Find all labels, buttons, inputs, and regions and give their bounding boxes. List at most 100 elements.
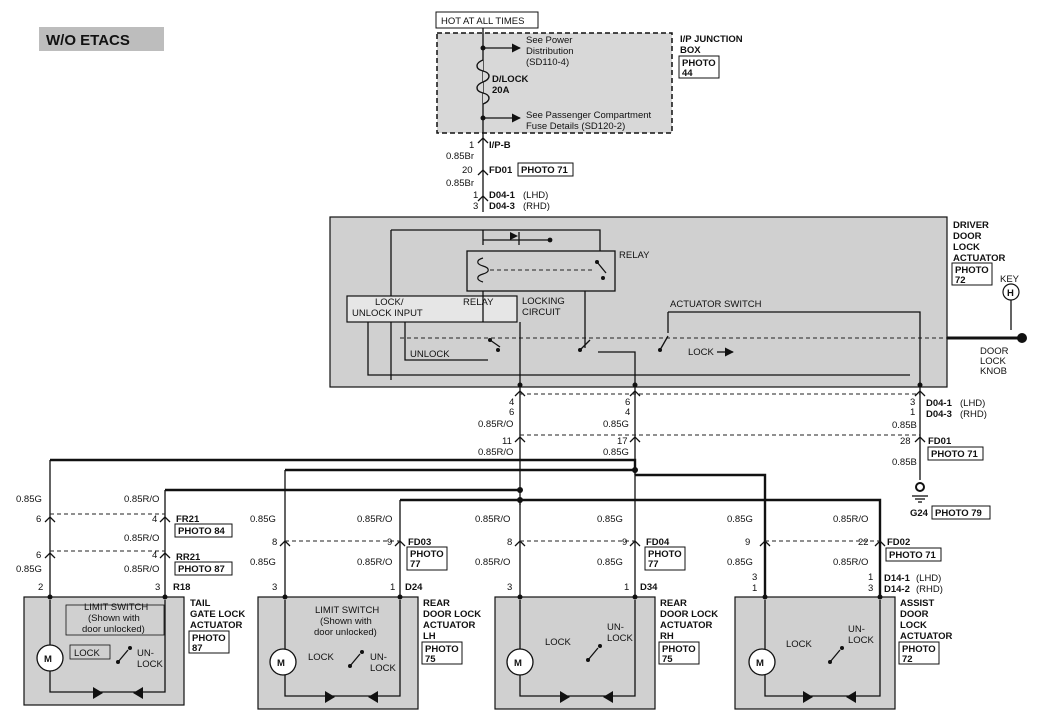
internal-wire: [668, 311, 921, 385]
assist-name-l4: ACTUATOR: [900, 631, 953, 642]
limit-switch-l2: (Shown with: [88, 613, 140, 624]
photo-ref: PHOTO 84: [178, 526, 226, 537]
assist-name-l2: DOOR: [900, 609, 929, 620]
switch-contact: [349, 653, 361, 667]
bus-ro-2: [400, 498, 882, 595]
pin-dot: [917, 382, 923, 388]
wire-spec: 0.85G: [727, 557, 753, 568]
locking-circuit-l1: LOCKING: [522, 296, 565, 307]
connector-chevron: [914, 436, 926, 443]
diode-icon: [133, 687, 143, 699]
motor-icon: [269, 648, 297, 676]
photo-ref-box: [678, 55, 720, 79]
pin-label: 1: [624, 582, 629, 593]
photo-ref-box: [174, 561, 233, 576]
photo-ref-box: [406, 546, 448, 571]
see-fuse-l1: See Passenger Compartment: [526, 110, 652, 121]
pin-label: 8: [272, 537, 277, 548]
wire-spec: 0.85B: [892, 457, 917, 468]
key-label: KEY: [1000, 274, 1020, 285]
wire-spec: 0.85R/O: [475, 557, 510, 568]
motor-icon: [748, 648, 776, 676]
lock-unlock-input-box: [346, 295, 518, 323]
pin-label: 9: [622, 537, 627, 548]
relay-mid-label: RELAY: [463, 297, 494, 308]
wire-spec: 0.85G: [603, 447, 629, 458]
pin-label: 1: [868, 572, 873, 583]
motor-label: M: [277, 658, 285, 669]
wire-spec: 0.85G: [250, 557, 276, 568]
knob-label-l3: KNOB: [980, 366, 1007, 377]
photo-ref: PHOTO 79: [935, 508, 982, 519]
connector-label: D14-2: [884, 584, 910, 595]
wire-spec: 0.85R/O: [124, 533, 159, 544]
motor-label: M: [44, 654, 52, 665]
pin-dot: [282, 594, 288, 600]
wire-spec: 0.85R/O: [475, 514, 510, 525]
page-title: W/O ETACS: [46, 32, 130, 49]
see-fuse-l2: Fuse Details (SD120-2): [526, 121, 625, 132]
switch-contact: [579, 339, 591, 351]
connector-label: D24: [405, 582, 423, 593]
photo-ref-l2: 87: [192, 643, 203, 654]
pin-dot: [632, 382, 638, 388]
motor-label: M: [514, 658, 522, 669]
connector-sub: (RHD): [916, 584, 943, 595]
connector-label: D34: [640, 582, 658, 593]
rearlh-name-l1: REAR: [423, 598, 450, 609]
connector-label: D14-1: [884, 573, 911, 584]
connector-sub: (LHD): [916, 573, 941, 584]
input-label-l1: LOCK/: [375, 297, 404, 308]
wire-spec: 0.85R/O: [833, 557, 868, 568]
bus-g-3: [635, 473, 767, 595]
pin-label: 1: [910, 407, 915, 418]
unlock-label-1: UN-: [370, 652, 387, 663]
knob-label-l2: LOCK: [980, 356, 1007, 367]
photo-ref-l1: PHOTO: [410, 549, 444, 560]
limit-switch-l1: LIMIT SWITCH: [84, 602, 148, 613]
connector-label: FD01: [489, 165, 513, 176]
lock-label: LOCK: [74, 648, 101, 659]
diode-icon: [510, 232, 518, 240]
connector-label: D04-3: [926, 409, 952, 420]
wire-spec: 0.85R/O: [357, 514, 392, 525]
photo-ref-l2: 72: [902, 654, 913, 665]
connector-sub: (RHD): [523, 201, 550, 212]
photo-ref-box: [931, 505, 991, 520]
photo-ref-l2: 72: [955, 275, 966, 286]
pin-label: 4: [152, 514, 157, 525]
photo-ref-l1: PHOTO: [682, 58, 716, 69]
photo-ref-box: [174, 523, 233, 538]
contact-dot: [840, 646, 844, 650]
pin-label: 1: [469, 140, 474, 151]
wire-spec: 0.85G: [16, 494, 42, 505]
pin-label: 6: [509, 407, 514, 418]
photo-ref-l1: PHOTO: [425, 644, 459, 655]
actuator-wire: [49, 600, 166, 693]
connector-label: FD02: [887, 537, 910, 548]
internal-wire: [598, 351, 636, 385]
connector-chevron: [44, 552, 56, 559]
connector-label: R18: [173, 582, 190, 593]
contact-dot: [598, 644, 602, 648]
photo-ref-box: [188, 630, 230, 654]
assist-name-l3: LOCK: [900, 620, 927, 631]
photo-ref-l1: PHOTO: [662, 644, 696, 655]
wire-spec: 0.85G: [597, 557, 623, 568]
photo-ref-l2: 75: [662, 654, 673, 665]
ground-label: G24: [910, 508, 929, 519]
pin-label: 6: [625, 397, 630, 408]
pin-label: 1: [473, 190, 478, 201]
switch-contact: [829, 649, 841, 663]
hot-label-box: [435, 11, 539, 29]
pin-label: 17: [617, 436, 628, 447]
wire-spec: 0.85Br: [446, 151, 474, 162]
pin-label: 9: [745, 537, 750, 548]
photo-ref: PHOTO 71: [889, 550, 937, 561]
diode-icon: [803, 691, 813, 703]
wire-spec: 0.85G: [727, 514, 753, 525]
unlock-label-2: LOCK: [137, 659, 164, 670]
internal-wire: [404, 322, 488, 361]
limit-switch-l3: door unlocked): [82, 624, 145, 635]
tail-name-l2: GATE LOCK: [190, 609, 245, 620]
